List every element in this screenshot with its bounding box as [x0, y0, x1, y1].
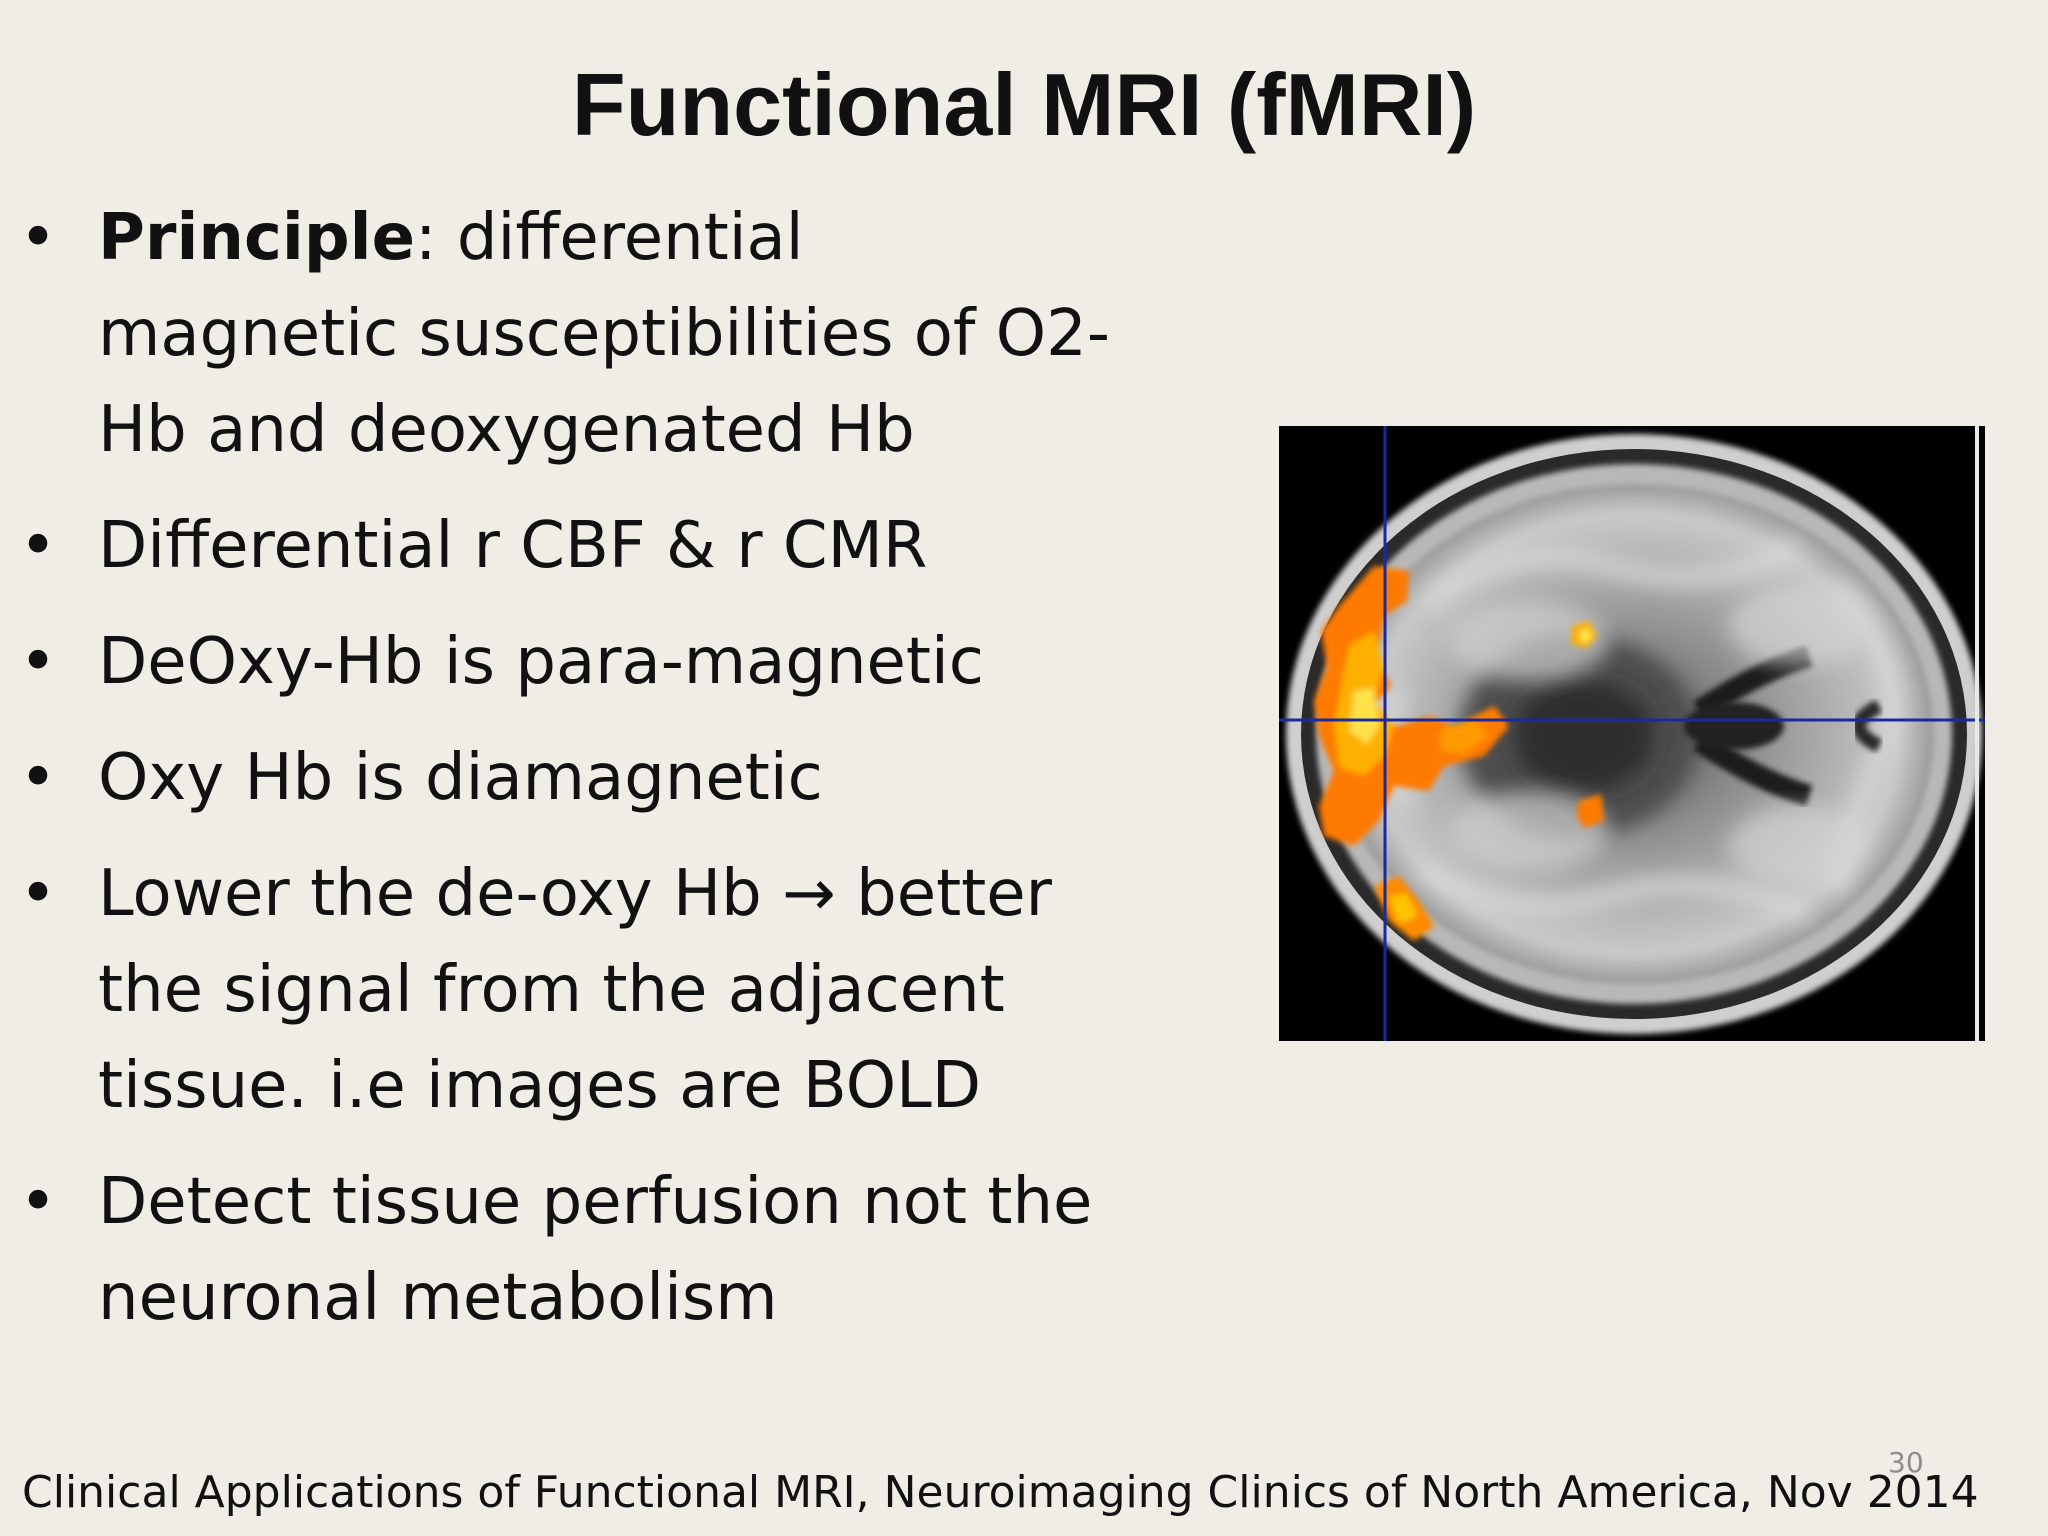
bullet-text: Principle: differential magnetic suscept… [98, 190, 1118, 478]
fmri-brain-image [1279, 426, 1985, 1041]
bullet-item: • Differential r CBF & r CMR [0, 498, 1200, 594]
bullet-dot: • [19, 1165, 57, 1239]
bullet-dot: • [19, 857, 57, 931]
bullet-text: Detect tissue perfusion not the neuronal… [98, 1165, 1093, 1335]
bullet-item: • Detect tissue perfusion not the neuron… [0, 1154, 1200, 1346]
bullet-dot: • [19, 201, 57, 275]
bullet-text: Differential r CBF & r CMR [98, 509, 928, 583]
bullet-item: • Oxy Hb is diamagnetic [0, 730, 1200, 826]
slide-title: Functional MRI (fMRI) [571, 55, 1477, 154]
bullet-text: Lower the de-oxy Hb → better the signal … [98, 857, 1052, 1123]
bullet-item: • DeOxy-Hb is para-magnetic [0, 614, 1200, 710]
bullet-body: : differential magnetic susceptibilities… [98, 201, 1110, 467]
bullet-list: • Principle: differential magnetic susce… [0, 190, 1200, 1366]
bullet-item: • Lower the de-oxy Hb → better the signa… [0, 846, 1200, 1134]
citation-footer: Clinical Applications of Functional MRI,… [22, 1467, 1979, 1518]
brain-mri-icon [1279, 426, 1985, 1041]
bullet-dot: • [19, 741, 57, 815]
page-number: 30 [1888, 1446, 1924, 1479]
bullet-bold-label: Principle [98, 201, 415, 275]
bullet-dot: • [19, 625, 57, 699]
bullet-text: Oxy Hb is diamagnetic [98, 741, 823, 815]
bullet-dot: • [19, 509, 57, 583]
bullet-text: DeOxy-Hb is para-magnetic [98, 625, 984, 699]
bullet-item: • Principle: differential magnetic susce… [0, 190, 1200, 478]
